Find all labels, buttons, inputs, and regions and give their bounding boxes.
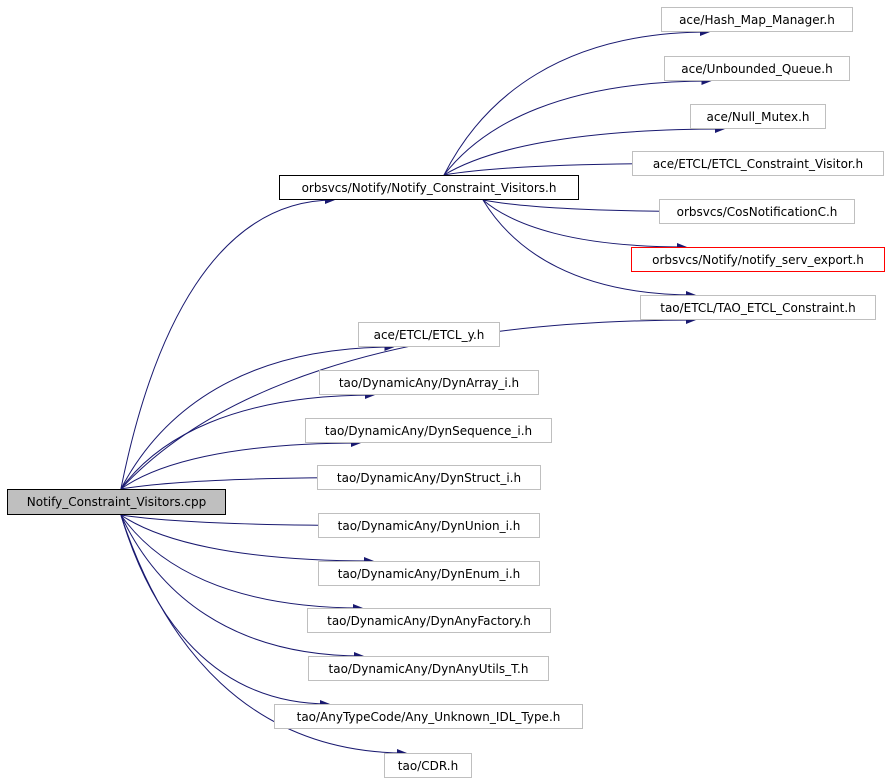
- edge-root-to-dynarray: [120, 391, 375, 490]
- node-dynsequence-i-h[interactable]: tao/DynamicAny/DynSequence_i.h: [305, 418, 552, 443]
- edge-root-to-etcl_y: [120, 343, 395, 490]
- edge-visitors_h-to-serv_export: [482, 199, 687, 251]
- edge-root-to-dynseq: [120, 439, 361, 490]
- node-cos-notification-c-h[interactable]: orbsvcs/CosNotificationC.h: [659, 199, 855, 224]
- edge-visitors_h-to-unbounded_queue: [443, 77, 712, 176]
- node-notify-serv-export-h[interactable]: orbsvcs/Notify/notify_serv_export.h: [631, 247, 885, 272]
- node-etcl-y-h[interactable]: ace/ETCL/ETCL_y.h: [358, 322, 500, 347]
- edge-root-to-tao_etcl: [120, 316, 696, 490]
- node-null-mutex-h[interactable]: ace/Null_Mutex.h: [690, 104, 826, 129]
- node-dynanyfactory-h[interactable]: tao/DynamicAny/DynAnyFactory.h: [307, 608, 551, 633]
- node-hash-map-manager-h[interactable]: ace/Hash_Map_Manager.h: [661, 7, 853, 32]
- edge-visitors_h-to-null_mutex: [443, 125, 725, 176]
- node-tao-etcl-constraint-h[interactable]: tao/ETCL/TAO_ETCL_Constraint.h: [640, 295, 876, 320]
- node-etcl-constraint-visitor-h[interactable]: ace/ETCL/ETCL_Constraint_Visitor.h: [632, 151, 884, 176]
- node-cdr-h[interactable]: tao/CDR.h: [384, 753, 472, 778]
- edge-root-to-dynenum: [120, 514, 374, 565]
- edge-root-to-visitors_h: [120, 196, 335, 490]
- node-dynunion-i-h[interactable]: tao/DynamicAny/DynUnion_i.h: [318, 513, 540, 538]
- node-dynarray-i-h[interactable]: tao/DynamicAny/DynArray_i.h: [319, 370, 539, 395]
- edge-root-to-dynfactory: [120, 514, 363, 612]
- edge-root-to-unknown_idl: [120, 514, 330, 708]
- edge-root-to-cdr: [120, 514, 407, 757]
- node-unbounded-queue-h[interactable]: ace/Unbounded_Queue.h: [664, 56, 850, 81]
- node-dynenum-i-h[interactable]: tao/DynamicAny/DynEnum_i.h: [318, 561, 540, 586]
- edge-visitors_h-to-tao_etcl: [482, 199, 696, 299]
- node-notify-constraint-visitors-h[interactable]: orbsvcs/Notify/Notify_Constraint_Visitor…: [279, 175, 579, 200]
- node-dynanyutils-t-h[interactable]: tao/DynamicAny/DynAnyUtils_T.h: [308, 656, 549, 681]
- node-root: Notify_Constraint_Visitors.cpp: [7, 489, 226, 515]
- edge-root-to-dynutils: [120, 514, 364, 660]
- node-dynstruct-i-h[interactable]: tao/DynamicAny/DynStruct_i.h: [317, 465, 541, 490]
- edge-visitors_h-to-hash_map: [443, 28, 710, 176]
- node-any-unknown-idl-type-h[interactable]: tao/AnyTypeCode/Any_Unknown_IDL_Type.h: [274, 704, 583, 729]
